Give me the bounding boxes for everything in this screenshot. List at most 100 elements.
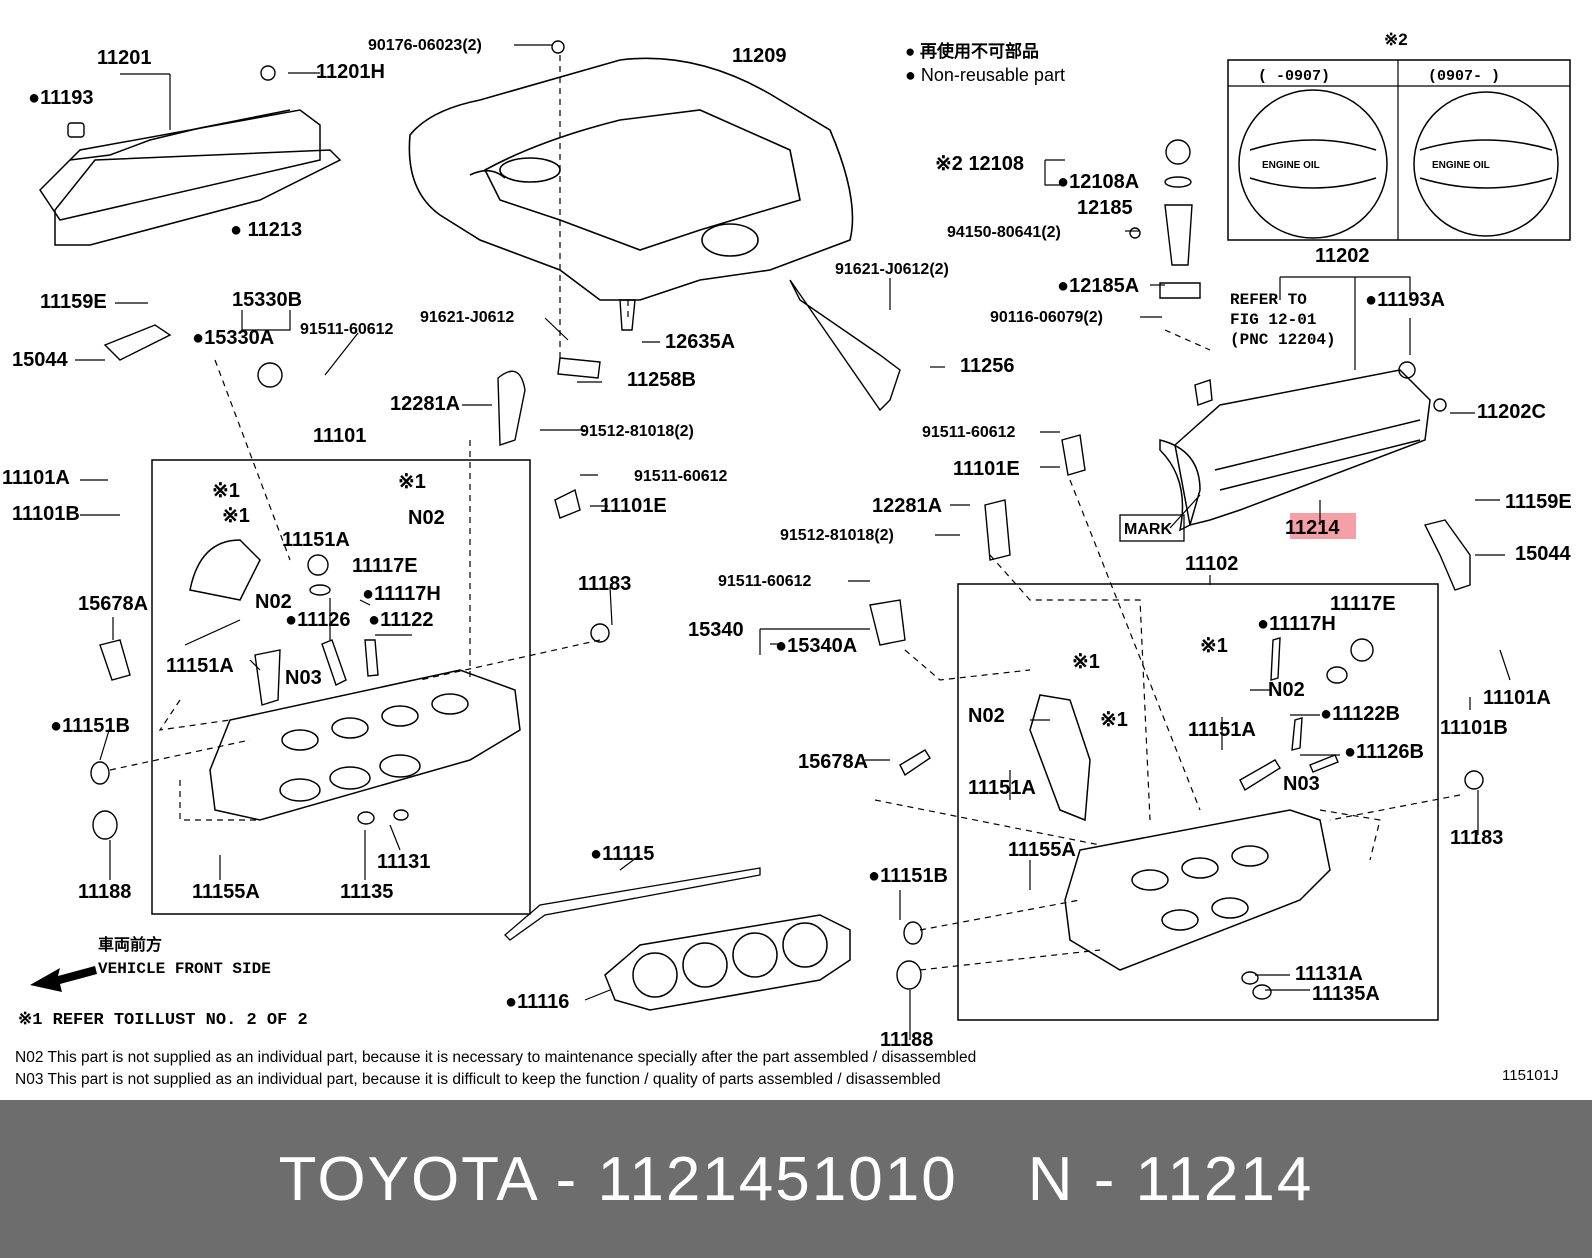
label-11213: ● 11213	[230, 219, 302, 241]
label-15330B: 15330B	[232, 289, 302, 311]
label-11188-r: 11188	[880, 1029, 933, 1051]
cylinder-head-left	[209, 669, 521, 821]
label-15330A: ●15330A	[192, 327, 274, 349]
refer-note: ※1 REFER TOILLUST NO. 2 OF 2	[18, 1011, 308, 1030]
callout-labels: 11201 ●11193 11201H ● 11213 90176-06023(…	[2, 37, 1572, 1051]
label-11188-l: 11188	[78, 881, 131, 903]
label-11155A-r: 11155A	[1008, 839, 1076, 861]
label-12281A-a: 12281A	[390, 393, 460, 415]
label-11122B: ●11122B	[1320, 703, 1400, 725]
label-11115: ●11115	[590, 843, 654, 865]
label-11135-l: 11135	[340, 881, 393, 903]
label-15340A: ●15340A	[775, 635, 857, 657]
label-15044-left: 15044	[12, 349, 68, 371]
mark-box	[1119, 514, 1185, 542]
leader-lines	[75, 44, 1511, 1040]
legend-jp: ● 再使用不可部品	[905, 41, 1039, 61]
legend-en: ● Non-reusable part	[905, 65, 1065, 85]
label-x1d: ※1	[1200, 635, 1228, 657]
highlight-11214	[1290, 513, 1356, 539]
label-11117H-l: ●11117H	[362, 583, 441, 605]
engine-cover	[408, 57, 854, 301]
label-11122-l: ●11122	[368, 609, 434, 631]
cap-text-right: ENGINE OIL	[1432, 160, 1490, 171]
label-N02a: N02	[408, 507, 445, 529]
cam-cover-right	[1029, 694, 1091, 822]
label-11258B: 11258B	[627, 369, 696, 391]
label-12635A: 12635A	[665, 331, 735, 353]
small-parts	[67, 40, 1484, 1000]
label-11159E-r: 11159E	[1505, 491, 1572, 513]
dashed-lines	[109, 55, 1461, 971]
label-refer1: REFER TO	[1230, 291, 1307, 309]
label-11201: 11201	[97, 47, 152, 69]
label-11159E-left: 11159E	[40, 291, 107, 313]
label-11101B-l: 11101B	[12, 503, 80, 525]
cam-cover-left	[189, 539, 261, 601]
label-11151B-l: ●11151B	[50, 715, 130, 737]
label-11116: ●11116	[505, 991, 569, 1013]
label-11131A: 11131A	[1295, 963, 1363, 985]
label-x1a: ※1	[212, 480, 240, 502]
label-11155A-l: 11155A	[192, 881, 260, 903]
label-11117E-l: 11117E	[352, 555, 418, 577]
label-refer2: FIG 12-01	[1230, 311, 1316, 329]
label-N02d: N02	[968, 705, 1005, 727]
valve-cover-right	[1159, 369, 1431, 532]
label-11101A-l: 11101A	[2, 467, 70, 489]
brand-part-number: TOYOTA - 1121451010	[278, 1144, 958, 1214]
label-11202: 11202	[1315, 245, 1370, 267]
part-footer: TOYOTA - 1121451010 N - 11214	[0, 1100, 1592, 1258]
oil-cap-right	[1413, 91, 1559, 237]
illust-number: 115101J	[1502, 1067, 1558, 1084]
label-12108A: ●12108A	[1057, 171, 1139, 193]
note-n02: N02 This part is not supplied as an indi…	[15, 1049, 976, 1066]
label-15044-r: 15044	[1515, 543, 1571, 565]
label-x1e: ※1	[1072, 651, 1100, 673]
label-mark: MARK	[1124, 521, 1172, 538]
label-15340: 15340	[688, 619, 744, 641]
label-11101B-r: 11101B	[1440, 717, 1508, 739]
label-90176: 90176-06023(2)	[368, 37, 482, 54]
cylinder-head-right	[1064, 809, 1331, 971]
label-94150: 94150-80641(2)	[947, 224, 1061, 241]
label-11101E-r: 11101E	[953, 458, 1020, 480]
label-11102: 11102	[1185, 553, 1238, 575]
label-11183-l: 11183	[578, 573, 631, 595]
label-11201H: 11201H	[316, 61, 385, 83]
oil-cap-left	[1238, 89, 1388, 239]
label-91511a: 91511-60612	[300, 321, 394, 338]
label-11131-l: 11131	[377, 851, 430, 873]
label-11209: 11209	[732, 45, 787, 67]
label-91512b: 91512-81018(2)	[780, 527, 894, 544]
cap-text-left: ENGINE OIL	[1262, 160, 1320, 171]
label-x1f: ※1	[1100, 709, 1128, 731]
label-N03b: N03	[1283, 773, 1320, 795]
parts-diagram: 11201 ●11193 11201H ● 11213 90176-06023(…	[2, 30, 1572, 1088]
label-91512a: 91512-81018(2)	[580, 423, 694, 440]
label-11126B: ●11126B	[1344, 741, 1424, 763]
label-91511d: 91511-60612	[718, 573, 812, 590]
label-N02b: N02	[255, 591, 292, 613]
cap-box-mark: ※2	[1384, 30, 1408, 49]
label-11256: 11256	[960, 355, 1015, 377]
label-12185: 12185	[1077, 197, 1133, 219]
label-11183-r: 11183	[1450, 827, 1503, 849]
valve-cover-left	[39, 109, 342, 246]
cap-col-left: ( -0907)	[1258, 68, 1330, 85]
label-11151A-a: 11151A	[282, 529, 350, 551]
label-11202C: 11202C	[1477, 401, 1546, 423]
label-11151A-d: 11151A	[968, 777, 1036, 799]
box-11102	[957, 583, 1439, 1021]
label-91511b: 91511-60612	[922, 424, 1016, 441]
label-11214: 11214	[1285, 517, 1340, 539]
label-refer3: (PNC 12204)	[1230, 331, 1336, 349]
pnc-number: N - 11214	[1027, 1144, 1314, 1214]
label-15678A-l: 15678A	[78, 593, 148, 615]
label-12281A-b: 12281A	[872, 495, 942, 517]
label-12108: ※2 12108	[935, 153, 1024, 175]
front-arrow-icon	[30, 966, 97, 992]
label-11117H-r: ●11117H	[1257, 613, 1336, 635]
label-11101: 11101	[313, 425, 366, 447]
cap-box	[1227, 59, 1571, 241]
